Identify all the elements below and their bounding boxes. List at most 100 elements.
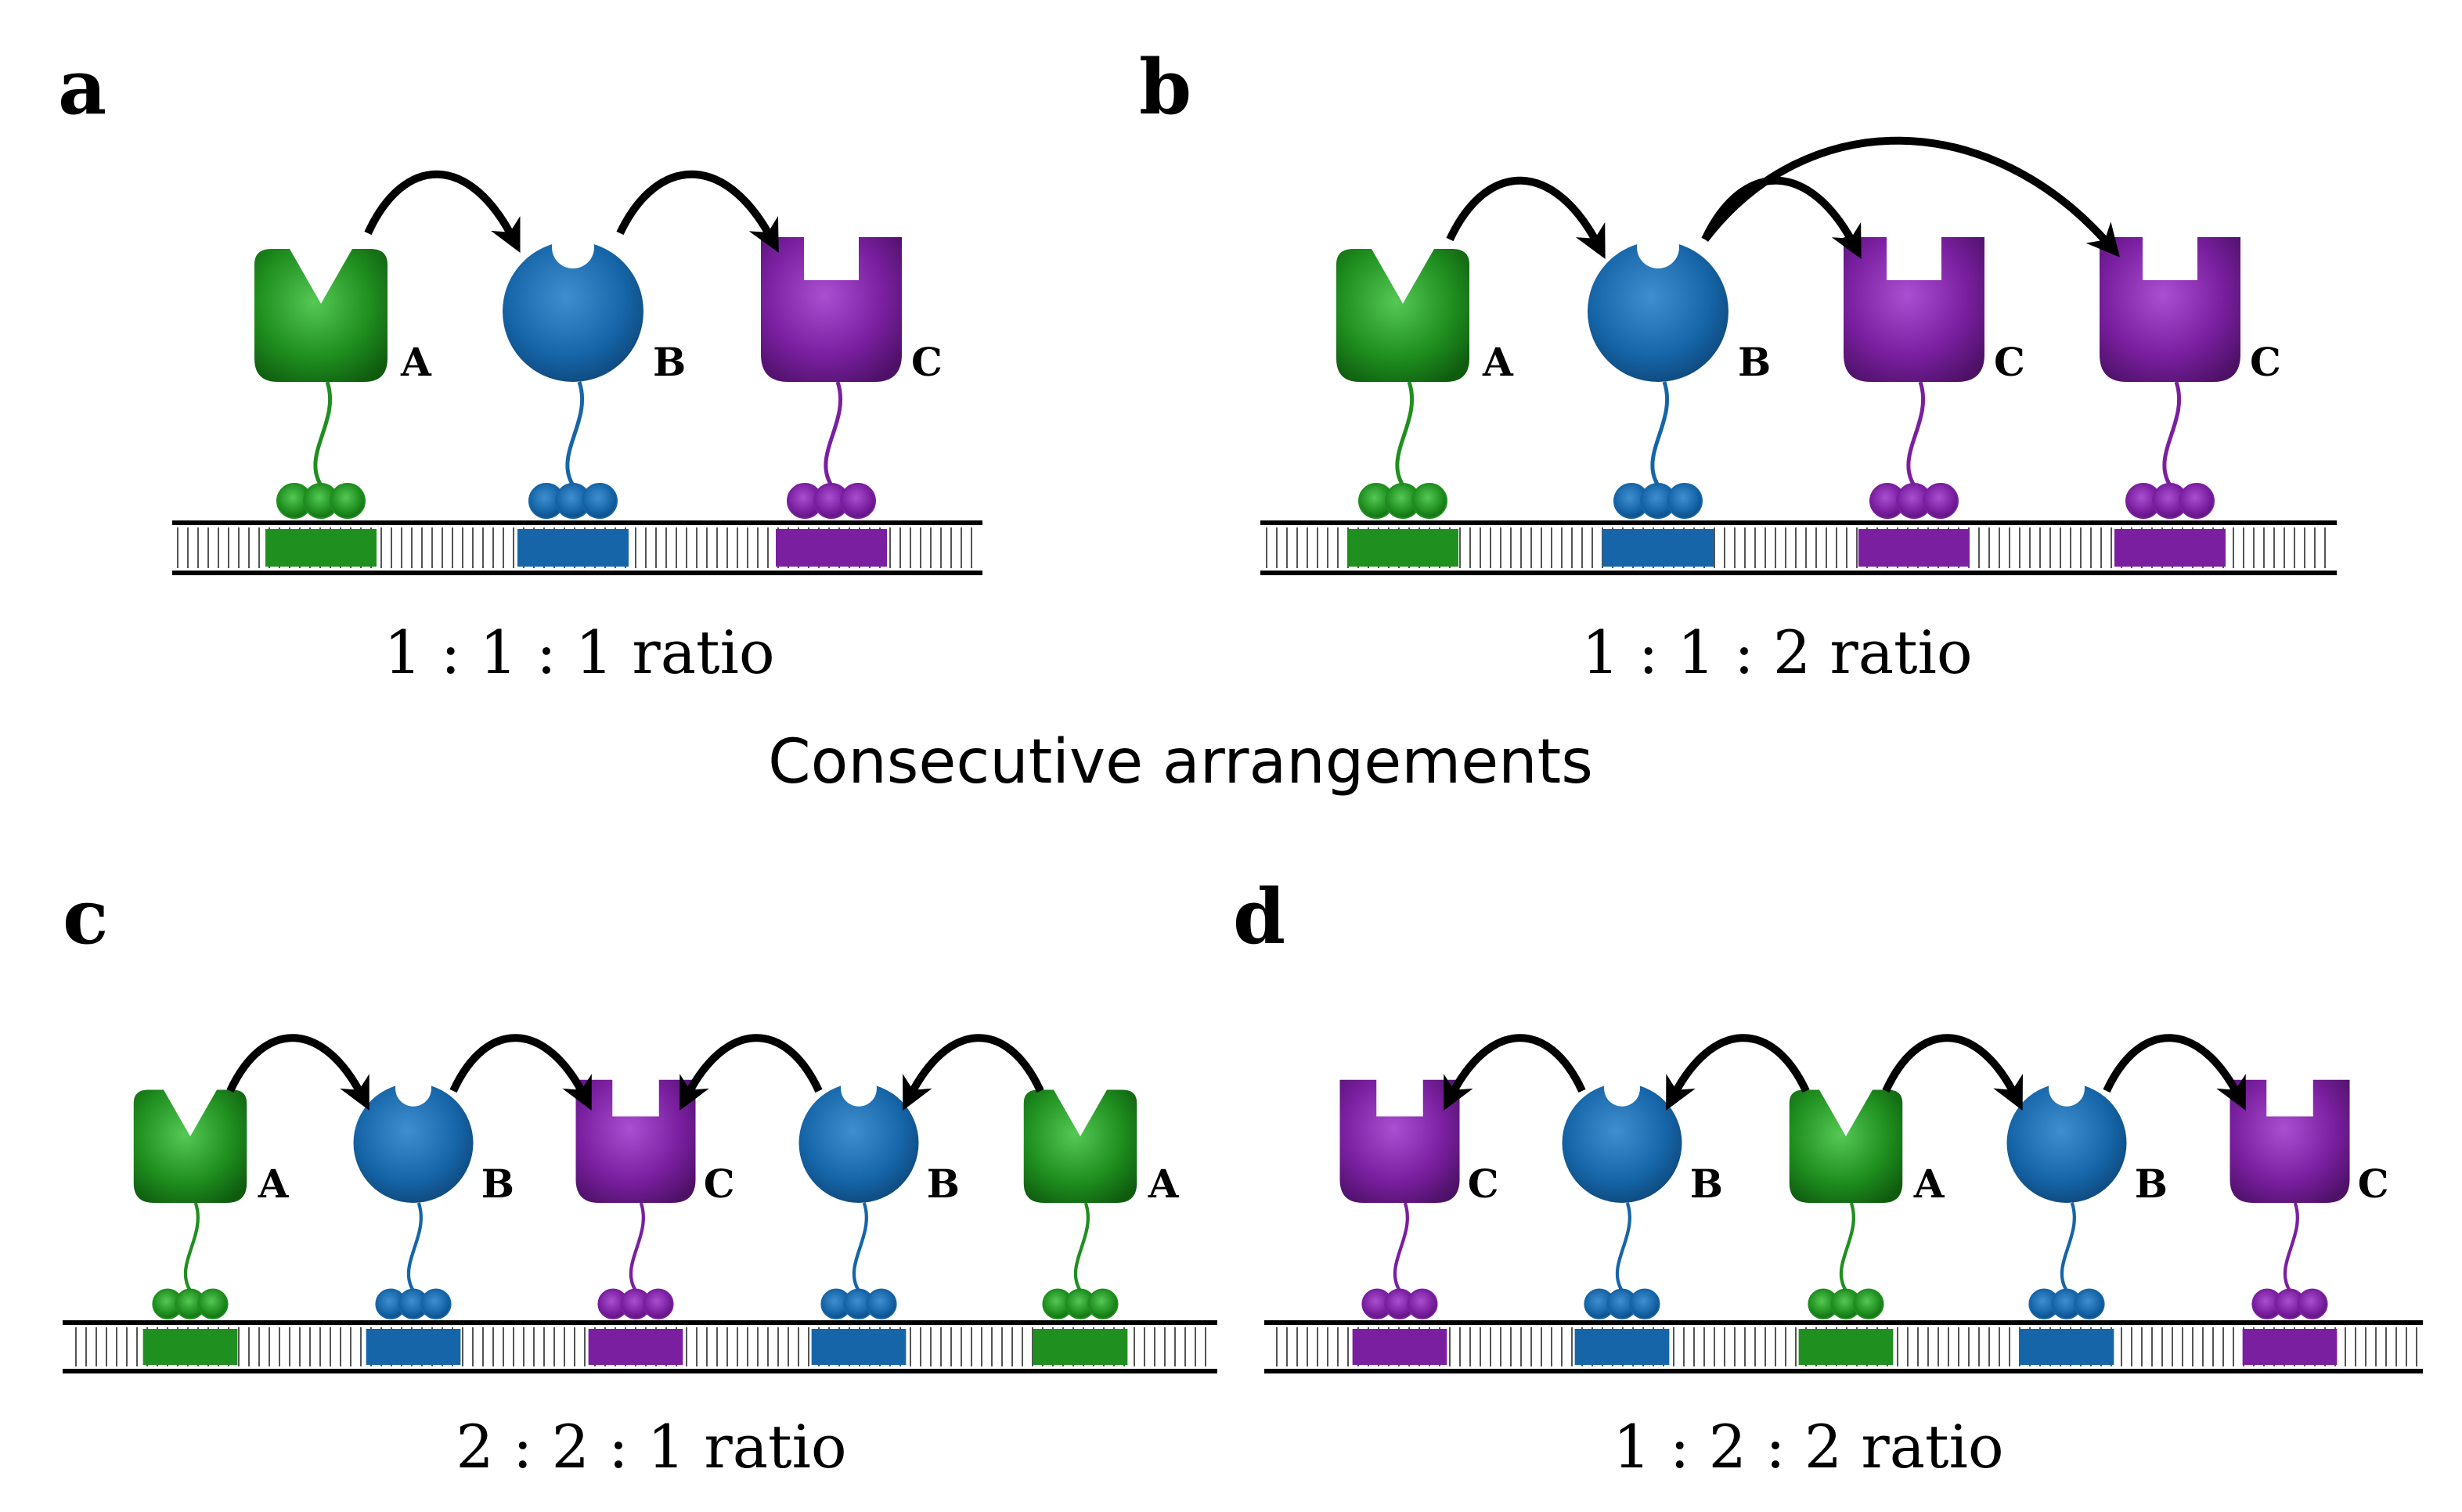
enzyme-body	[1844, 237, 1984, 382]
channeling-arrow	[364, 170, 521, 254]
linker	[565, 381, 585, 487]
binding-site-a	[1347, 529, 1458, 567]
binding-beads	[2251, 1288, 2328, 1319]
enzyme-body	[761, 237, 902, 382]
enzyme-body	[1789, 1089, 1903, 1203]
binding-beads	[1808, 1288, 1884, 1319]
linker	[1840, 1202, 1855, 1292]
channeling-arrow	[1666, 1034, 1810, 1111]
enzyme-label: B	[1690, 1161, 1723, 1207]
enzyme-b: B	[503, 226, 686, 519]
enzyme-body	[1562, 1083, 1682, 1203]
enzyme-a: A	[1789, 1089, 1945, 1319]
enzyme-body	[1023, 1089, 1137, 1203]
dna-scaffold	[63, 1320, 1217, 1373]
linker	[2162, 381, 2182, 487]
enzyme-body	[2100, 237, 2240, 382]
enzyme-c: C	[1844, 237, 2025, 519]
channeling-arrow	[226, 1034, 369, 1111]
dna-scaffold	[1260, 520, 2337, 575]
enzyme-body	[133, 1089, 247, 1203]
binding-site-b	[1602, 529, 1714, 567]
binding-site-a	[1033, 1329, 1128, 1365]
enzyme-c: C	[1339, 1079, 1499, 1319]
binding-beads	[820, 1288, 897, 1319]
panel-letter: d	[1233, 873, 1285, 961]
linker	[2060, 1202, 2076, 1292]
binding-beads	[375, 1288, 452, 1319]
binding-beads	[2028, 1288, 2105, 1319]
binding-site-c	[2242, 1329, 2338, 1365]
enzyme-label: A	[1482, 339, 1514, 385]
enzyme-a: A	[254, 249, 432, 519]
enzyme-a: A	[1336, 249, 1514, 519]
linker	[1395, 381, 1415, 487]
channeling-arrow	[1882, 1034, 2023, 1111]
linker	[1393, 1202, 1409, 1292]
binding-beads	[1042, 1288, 1119, 1319]
enzyme-label: C	[2250, 339, 2281, 385]
enzyme-a: A	[1023, 1089, 1180, 1319]
linker	[1906, 381, 1926, 487]
enzyme-b: B	[1588, 226, 1771, 519]
binding-beads	[1361, 1288, 1438, 1319]
binding-site-a	[142, 1329, 238, 1365]
panel-letter: a	[58, 43, 106, 131]
binding-beads	[152, 1288, 229, 1319]
channeling-arrow	[1444, 1034, 1586, 1111]
dna-scaffold	[1264, 1320, 2423, 1373]
channeling-arrow	[1702, 136, 2121, 257]
linker	[2284, 1202, 2299, 1292]
linker	[184, 1202, 200, 1292]
enzyme-label: B	[927, 1161, 960, 1207]
enzyme-body	[254, 249, 388, 382]
binding-site-b	[811, 1329, 907, 1365]
linker	[407, 1202, 423, 1292]
linker	[824, 381, 843, 487]
enzyme-body	[353, 1083, 474, 1203]
ratio-label: 2 : 2 : 1 ratio	[456, 1412, 846, 1481]
enzyme-c: C	[575, 1079, 734, 1319]
binding-site-b	[366, 1329, 461, 1365]
enzyme-body	[1588, 241, 1728, 382]
channeling-arrow	[679, 1034, 823, 1111]
enzyme-label: B	[1738, 339, 1771, 385]
binding-site-b	[1574, 1329, 1670, 1365]
enzyme-label: A	[258, 1161, 290, 1207]
channeling-arrow	[616, 170, 779, 253]
enzyme-b: B	[1562, 1070, 1723, 1319]
channeling-arrow	[2103, 1034, 2246, 1111]
enzyme-body	[1336, 249, 1469, 382]
binding-site-b	[517, 529, 629, 567]
linker	[1616, 1202, 1631, 1292]
dna-scaffold	[172, 520, 982, 575]
enzyme-body	[2006, 1083, 2127, 1203]
binding-beads	[2125, 483, 2215, 519]
binding-site-a	[265, 529, 377, 567]
binding-beads	[787, 483, 876, 519]
enzyme-body	[798, 1083, 919, 1203]
figure-title: Consecutive arrangements	[768, 727, 1593, 797]
binding-site-c	[1352, 1329, 1447, 1365]
enzyme-label: A	[400, 339, 432, 385]
channeling-arrow	[903, 1034, 1044, 1111]
linker	[853, 1202, 868, 1292]
binding-beads	[276, 483, 366, 519]
enzyme-label: B	[653, 339, 686, 385]
enzyme-body	[2229, 1079, 2350, 1203]
ratio-label: 1 : 1 : 1 ratio	[384, 617, 774, 687]
linker	[313, 381, 333, 487]
panel-letter: b	[1139, 43, 1191, 131]
enzyme-c: C	[2100, 237, 2281, 519]
enzyme-label: C	[1468, 1161, 1499, 1207]
binding-site-b	[2019, 1329, 2114, 1365]
binding-beads	[1584, 1288, 1660, 1319]
enzyme-b: B	[798, 1070, 960, 1319]
binding-beads	[1358, 483, 1447, 519]
channeling-arrow	[1701, 176, 1862, 259]
enzyme-label: A	[1913, 1161, 1945, 1207]
